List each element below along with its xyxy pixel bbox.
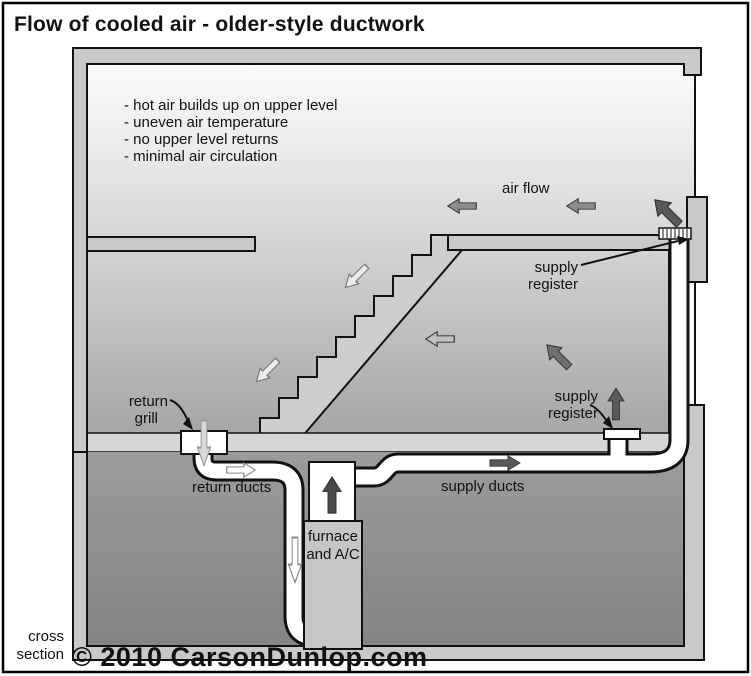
issue-line: - no upper level returns bbox=[124, 131, 278, 148]
register-word: register bbox=[528, 276, 578, 293]
issue-line: - minimal air circulation bbox=[124, 148, 277, 165]
issue-line: - uneven air temperature bbox=[124, 114, 288, 131]
issue-line: - hot air builds up on upper level bbox=[124, 97, 337, 114]
second-floor-left-slab bbox=[86, 236, 256, 252]
supply-register-upper-label: supply register bbox=[528, 259, 579, 293]
copyright-text: © 2010 CarsonDunlop.com bbox=[72, 642, 427, 672]
supply-register-second-floor bbox=[658, 227, 692, 240]
diagram-title: Flow of cooled air - older-style ductwor… bbox=[14, 13, 425, 36]
return-word: return bbox=[129, 393, 168, 410]
supply-ducts-label: supply ducts bbox=[441, 478, 524, 495]
return-ducts-label: return ducts bbox=[192, 479, 271, 496]
supply-word: supply bbox=[555, 388, 599, 405]
furnace-word: furnace bbox=[308, 528, 358, 545]
grill-word: grill bbox=[135, 410, 158, 427]
cross-word: cross bbox=[28, 628, 64, 645]
register-word: register bbox=[548, 405, 598, 422]
furnace-ac-word: and A/C bbox=[306, 546, 360, 563]
return-grill-label: return grill bbox=[129, 393, 168, 427]
furnace-label: furnace and A/C bbox=[306, 528, 360, 563]
pointer-lines bbox=[169, 236, 689, 430]
air-flow-label: air flow bbox=[502, 180, 550, 197]
supply-register-first-floor bbox=[603, 428, 641, 440]
supply-register-lower-label: supply register bbox=[548, 388, 599, 422]
issue-list: - hot air builds up on upper level - une… bbox=[124, 97, 337, 165]
cross-section-label: cross section bbox=[16, 628, 64, 663]
supply-word: supply bbox=[535, 259, 579, 276]
section-word: section bbox=[16, 646, 64, 663]
furnace-box bbox=[303, 520, 363, 650]
